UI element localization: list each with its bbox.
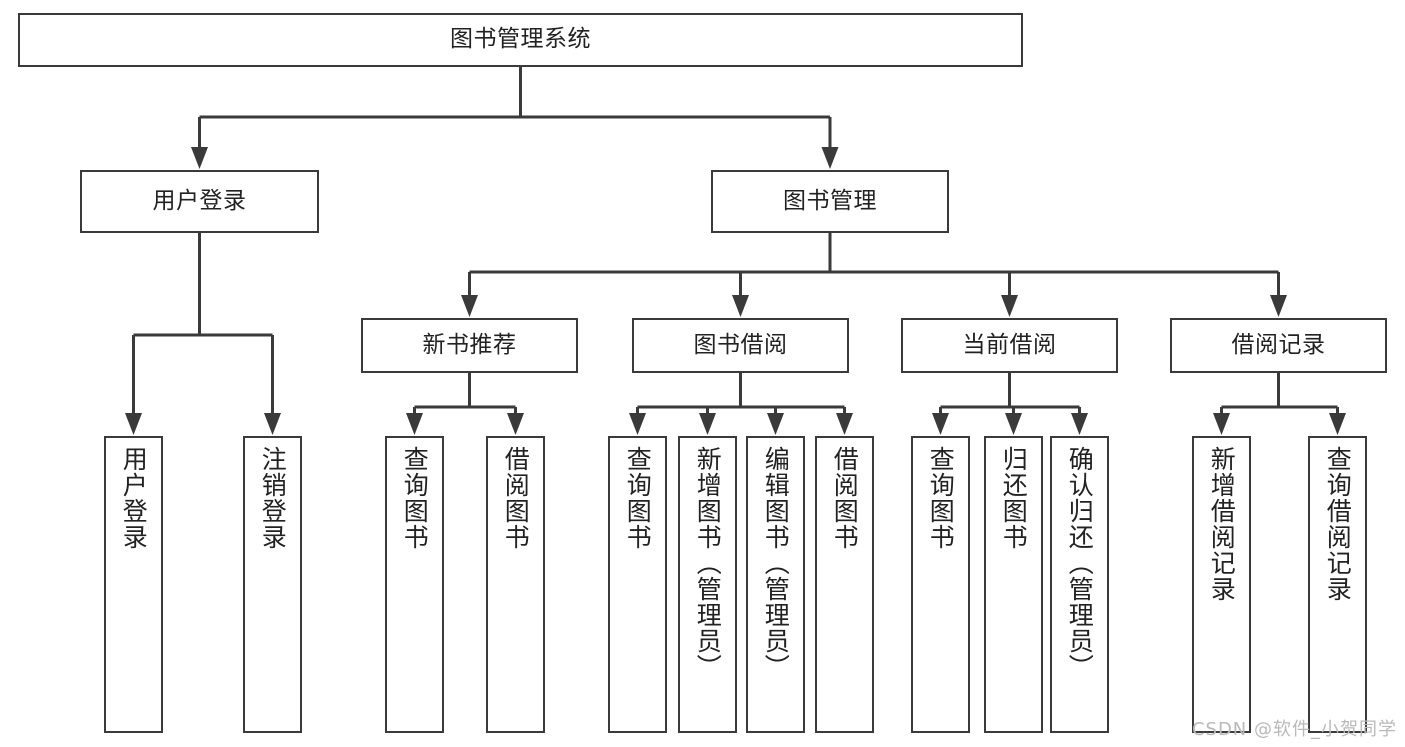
node-box-borrow[interactable]: 图书借阅	[632, 318, 849, 373]
arrowhead-icon-newbook	[461, 295, 478, 317]
node-box-l-bo-edit[interactable]: 编辑图书（管理员）	[746, 436, 805, 733]
arrowhead-icon-l-bo-query	[629, 413, 646, 435]
node-label-l-login: 用户登录	[119, 446, 149, 550]
arrowhead-icon-current	[1001, 295, 1018, 317]
arrowhead-icon-l-logout	[264, 413, 281, 435]
node-box-l-re-query[interactable]: 查询借阅记录	[1308, 436, 1367, 733]
arrowhead-icon-l-bo-edit	[767, 413, 784, 435]
node-label-newbook: 新书推荐	[422, 331, 517, 358]
node-box-l-cu-conf[interactable]: 确认归还（管理员）	[1050, 436, 1109, 733]
arrowhead-icon-bookmgmt	[821, 147, 839, 169]
node-box-bookmgmt[interactable]: 图书管理	[711, 170, 949, 233]
arrowhead-icon-login	[191, 147, 208, 169]
node-label-root: 图书管理系统	[450, 26, 591, 53]
node-box-login[interactable]: 用户登录	[80, 170, 319, 233]
arrowhead-icon-l-cu-conf	[1071, 413, 1088, 435]
node-box-l-re-add[interactable]: 新增借阅记录	[1192, 436, 1251, 733]
arrowhead-icon-l-re-query	[1329, 413, 1346, 435]
node-label-l-cu-conf: 确认归还（管理员）	[1065, 446, 1095, 680]
node-box-l-nb-borrow[interactable]: 借阅图书	[486, 436, 545, 733]
node-label-l-bo-query: 查询图书	[623, 446, 653, 550]
watermark-label: CSDN @软件_小贺同学	[1191, 719, 1397, 740]
node-box-l-bo-lend[interactable]: 借阅图书	[815, 436, 874, 733]
arrowhead-icon-l-bo-add	[699, 413, 716, 435]
arrowhead-icon-l-nb-query	[406, 413, 423, 435]
node-box-l-cu-return[interactable]: 归还图书	[984, 436, 1043, 733]
node-label-l-bo-edit: 编辑图书（管理员）	[761, 446, 791, 680]
node-label-l-re-add: 新增借阅记录	[1207, 446, 1237, 602]
arrowhead-icon-l-bo-lend	[836, 413, 853, 435]
node-label-l-cu-query: 查询图书	[926, 446, 956, 550]
node-label-l-nb-query: 查询图书	[400, 446, 430, 550]
arrowhead-icon-l-re-add	[1213, 413, 1230, 435]
node-box-records[interactable]: 借阅记录	[1170, 318, 1387, 373]
node-label-login: 用户登录	[152, 187, 247, 214]
node-label-records: 借阅记录	[1231, 331, 1326, 358]
node-box-current[interactable]: 当前借阅	[901, 318, 1118, 373]
node-label-bookmgmt: 图书管理	[783, 187, 877, 214]
node-label-l-re-query: 查询借阅记录	[1323, 446, 1353, 602]
node-box-l-bo-add[interactable]: 新增图书（管理员）	[678, 436, 737, 733]
node-label-l-cu-return: 归还图书	[999, 446, 1029, 550]
node-label-borrow: 图书借阅	[693, 331, 788, 358]
arrowhead-icon-l-cu-return	[1005, 413, 1022, 435]
node-label-l-bo-add: 新增图书（管理员）	[693, 446, 723, 680]
node-box-l-login[interactable]: 用户登录	[104, 436, 163, 733]
node-label-l-nb-borrow: 借阅图书	[501, 446, 531, 550]
node-label-l-logout: 注销登录	[258, 446, 288, 550]
node-box-l-bo-query[interactable]: 查询图书	[608, 436, 667, 733]
node-label-l-bo-lend: 借阅图书	[830, 446, 860, 550]
node-box-newbook[interactable]: 新书推荐	[361, 318, 578, 373]
arrowhead-icon-l-login	[125, 413, 142, 435]
arrowhead-icon-borrow	[732, 295, 749, 317]
node-box-l-logout[interactable]: 注销登录	[243, 436, 302, 733]
node-label-current: 当前借阅	[962, 331, 1057, 358]
arrowhead-icon-l-nb-borrow	[507, 413, 524, 435]
arrowhead-icon-records	[1270, 295, 1287, 317]
node-box-l-cu-query[interactable]: 查询图书	[911, 436, 970, 733]
node-box-root[interactable]: 图书管理系统	[18, 13, 1023, 67]
node-box-l-nb-query[interactable]: 查询图书	[385, 436, 444, 733]
arrowhead-icon-l-cu-query	[932, 413, 949, 435]
